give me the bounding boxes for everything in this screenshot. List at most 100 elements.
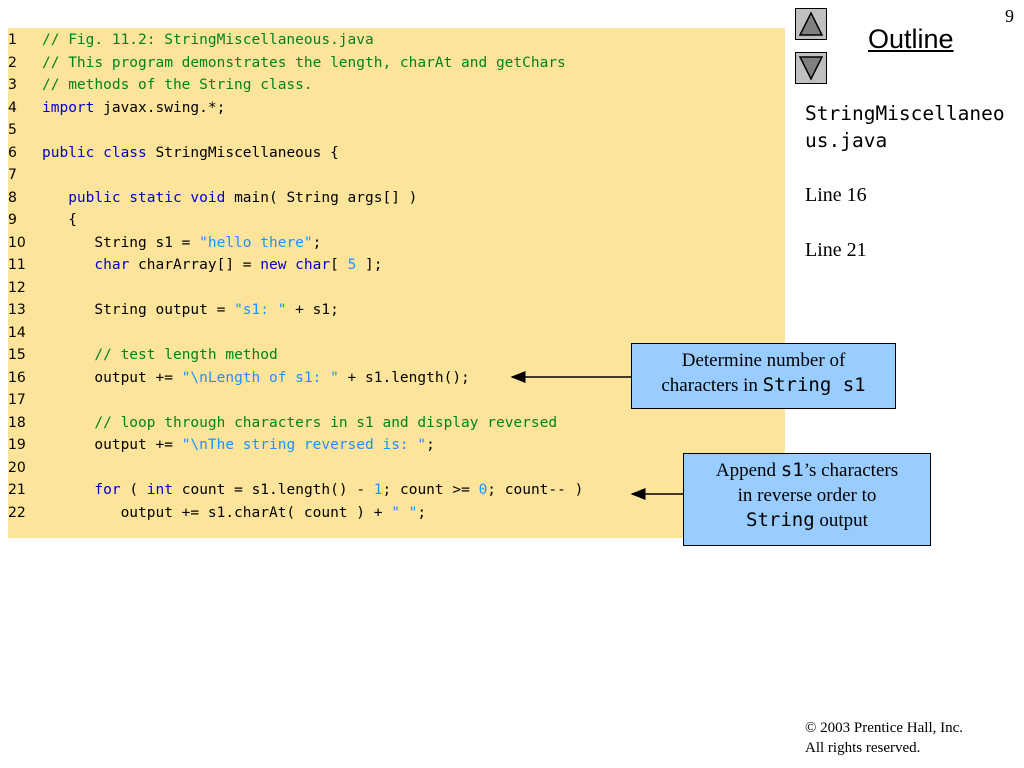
code-token: int — [146, 482, 173, 498]
code-token: // loop through characters in s1 and dis… — [94, 414, 558, 431]
code-token: "hello there" — [199, 234, 313, 251]
code-token: ; — [312, 234, 322, 251]
code-text: // loop through characters in s1 and dis… — [42, 412, 557, 434]
code-text: // Fig. 11.2: StringMiscellaneous.java — [42, 29, 374, 51]
callout-length: Determine number of characters in String… — [631, 343, 896, 409]
triangle-up-icon — [798, 11, 824, 36]
line-number: 13 — [8, 302, 26, 318]
code-token: javax.swing.*; — [94, 99, 226, 116]
line-number: 21 — [8, 482, 26, 498]
code-token: // Fig. 11.2: StringMiscellaneous.java — [42, 32, 374, 48]
code-token: StringMiscellaneous { — [146, 144, 339, 161]
code-text: String output = "s1: " + s1; — [42, 299, 339, 321]
code-text: // methods of the String class. — [42, 74, 313, 96]
code-token: // This program demonstrates the length,… — [42, 54, 566, 71]
code-text: public class StringMiscellaneous { — [42, 142, 339, 164]
outline-link[interactable]: Outline — [868, 24, 954, 54]
line-number: 2 — [8, 54, 17, 71]
code-token: import — [42, 99, 95, 116]
code-text: output += "\nLength of s1: " + s1.length… — [42, 367, 470, 389]
code-token: "s1: " — [234, 302, 287, 318]
line-ref-16: Line 16 — [805, 184, 867, 206]
line-number: 15 — [8, 347, 26, 363]
callout-length-line2: characters in String s1 — [640, 373, 887, 398]
callout-reverse-code2: String — [746, 509, 815, 531]
callout-reverse-line3: String output — [692, 508, 922, 533]
code-token: main( String args[] ) — [225, 189, 418, 206]
line-number: 7 — [8, 167, 17, 183]
code-token: + s1.length(); — [338, 369, 470, 386]
line-number: 10 — [8, 234, 26, 251]
code-token — [42, 482, 94, 498]
code-text: import javax.swing.*; — [42, 97, 225, 119]
code-token: charArray[] = — [129, 257, 261, 273]
line-number: 22 — [8, 504, 26, 521]
line-ref-21: Line 21 — [805, 239, 867, 261]
callout-reverse: Append s1’s characters in reverse order … — [683, 453, 931, 546]
code-token: 1 — [373, 482, 383, 498]
code-token — [42, 415, 94, 431]
code-token: output += — [42, 437, 182, 453]
line-number: 20 — [8, 459, 26, 476]
callout-reverse-text2: ’s characters — [803, 460, 899, 481]
code-token: public class — [42, 144, 147, 161]
line-number: 16 — [8, 369, 26, 386]
code-token: 5 — [347, 257, 357, 273]
code-token: ]; — [356, 257, 383, 273]
line-number: 8 — [8, 189, 17, 206]
code-token: + s1; — [286, 302, 339, 318]
code-token: [ — [330, 257, 348, 273]
code-token: ; — [417, 504, 427, 521]
code-token: char — [94, 257, 130, 273]
code-text: // This program demonstrates the length,… — [42, 52, 566, 74]
callout-reverse-text1: Append — [715, 460, 781, 481]
code-token: "\nLength of s1: " — [181, 369, 339, 386]
callout-length-line1: Determine number of — [681, 350, 846, 371]
copyright-text: © 2003 Prentice Hall, Inc. — [805, 720, 964, 736]
code-token — [42, 257, 94, 273]
callout-length-code: String s1 — [762, 374, 866, 396]
code-token: 0 — [478, 482, 488, 498]
source-filename: StringMiscellaneous.java — [805, 102, 1005, 152]
code-token: public static void — [68, 189, 226, 206]
footer: © 2003 Prentice Hall, Inc. All rights re… — [805, 718, 963, 758]
code-token: ; count >= — [382, 482, 479, 498]
code-token: ; — [426, 437, 435, 453]
line-number: 1 — [8, 32, 17, 48]
line-number: 9 — [8, 212, 17, 228]
callout-reverse-text3: output — [814, 510, 868, 531]
line-number: 11 — [8, 257, 26, 273]
line-number: 12 — [8, 279, 26, 296]
line-number: 17 — [8, 392, 26, 408]
code-token: output += — [42, 369, 182, 386]
code-token: // test length method — [94, 347, 278, 363]
page-number: 9 — [1005, 6, 1014, 26]
code-token: output += s1.charAt( count ) + — [42, 504, 392, 521]
callout-reverse-line1: Append s1’s characters — [692, 458, 922, 483]
callout-reverse-line2: in reverse order to — [737, 485, 877, 506]
code-listing: 1 // Fig. 11.2: StringMiscellaneous.java 2… — [8, 28, 785, 538]
code-token: // methods of the String class. — [42, 77, 313, 93]
rights-text: All rights reserved. — [805, 740, 921, 756]
triangle-down-icon — [798, 56, 824, 81]
code-text: output += "\nThe string reversed is: "; — [42, 434, 435, 456]
code-token: ( — [120, 482, 147, 498]
code-token: " " — [391, 504, 418, 521]
previous-slide-button[interactable] — [795, 8, 827, 40]
code-token: ; count-- ) — [487, 482, 584, 498]
callout-reverse-code1: s1 — [780, 459, 804, 481]
callout-length-text: characters in — [661, 375, 763, 396]
code-text: output += s1.charAt( count ) + " "; — [42, 502, 427, 524]
next-slide-button[interactable] — [795, 52, 827, 84]
code-text: public static void main( String args[] ) — [42, 187, 417, 209]
code-token: for — [94, 482, 121, 498]
code-text: { — [42, 209, 77, 231]
line-number: 3 — [8, 77, 17, 93]
code-token: String output = — [42, 302, 235, 318]
line-number: 19 — [8, 437, 26, 453]
line-number: 5 — [8, 122, 17, 138]
line-number: 18 — [8, 414, 26, 431]
code-token: "\nThe string reversed is: " — [181, 437, 427, 453]
code-token: new char — [260, 257, 331, 273]
line-number: 6 — [8, 144, 17, 161]
